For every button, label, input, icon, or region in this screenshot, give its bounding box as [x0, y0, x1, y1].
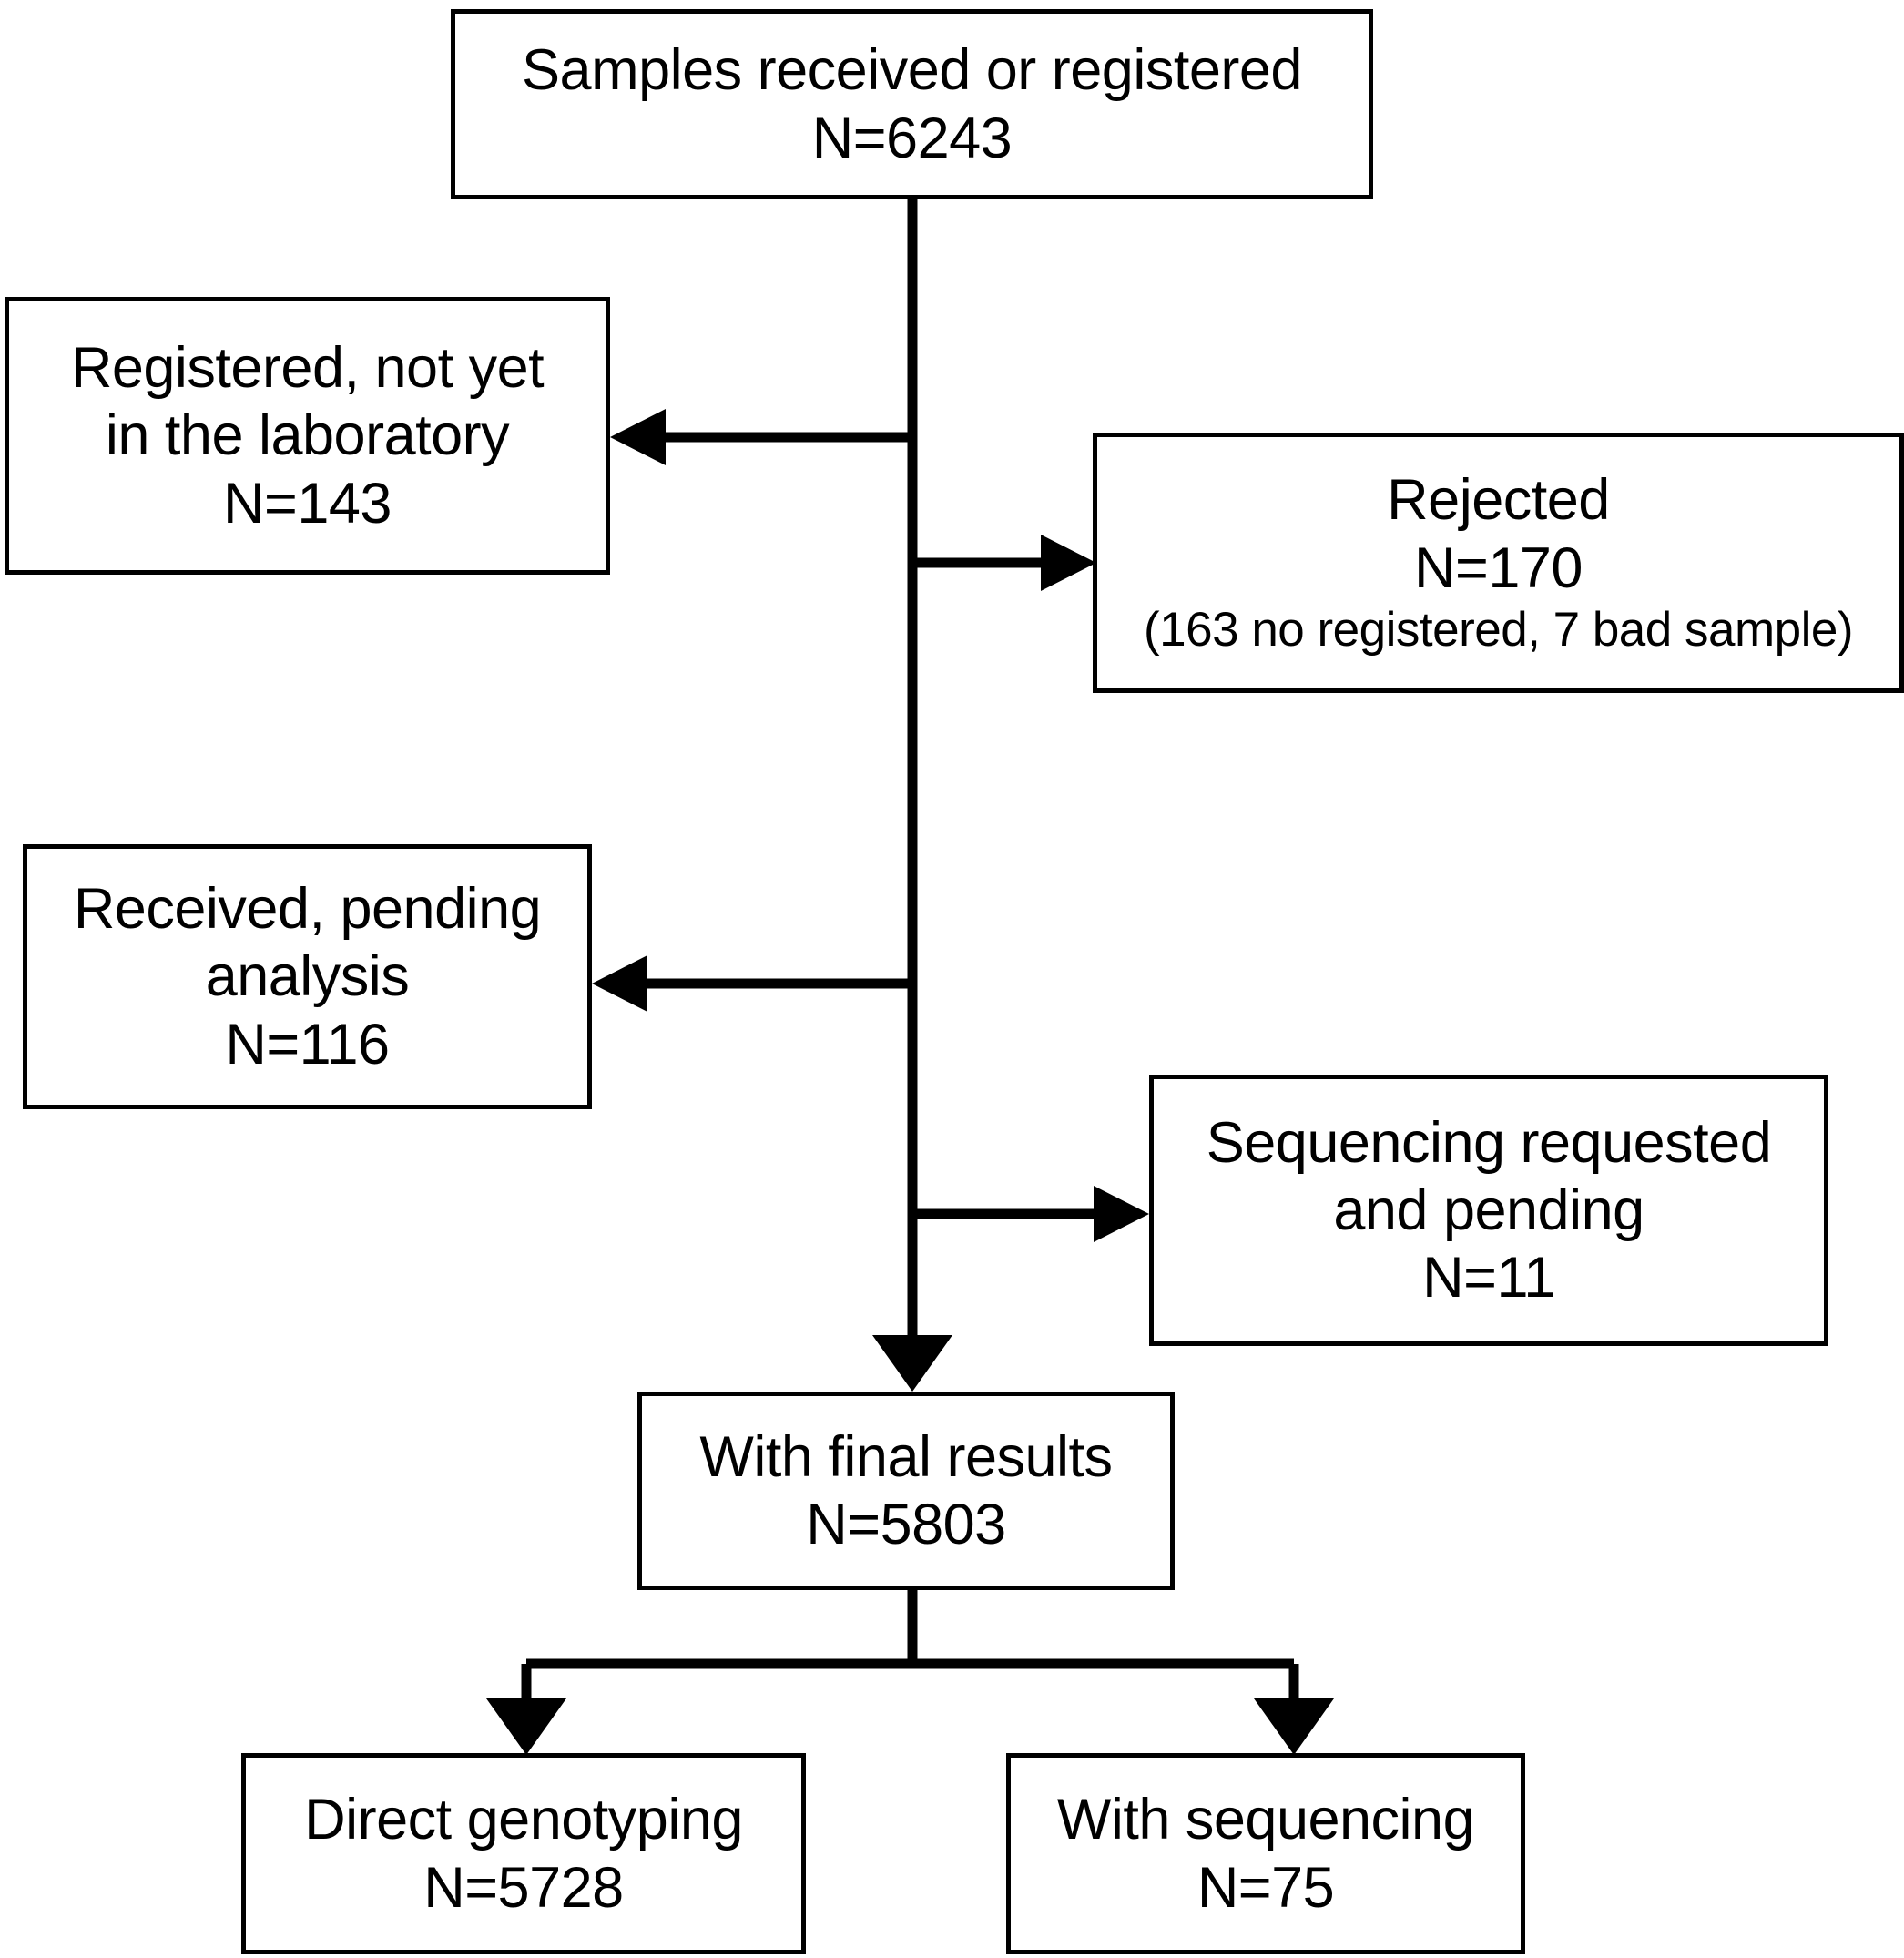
received-pending-analysis-box: Received, pending analysis N=116	[23, 844, 592, 1109]
sequencing-label: With sequencing	[1056, 1788, 1475, 1852]
rejected-label: Rejected	[1387, 468, 1610, 533]
final-results-label: With final results	[699, 1424, 1113, 1489]
rejected-note: (163 no registered, 7 bad sample)	[1144, 603, 1853, 658]
with-final-results-box: With final results N=5803	[637, 1392, 1175, 1590]
direct-genotyping-box: Direct genotyping N=5728	[241, 1753, 806, 1954]
registered-not-in-lab-box: Registered, not yet in the laboratory N=…	[5, 297, 610, 575]
with-sequencing-box: With sequencing N=75	[1006, 1753, 1525, 1954]
rejected-count: N=170	[1414, 535, 1583, 600]
registered-label-line1: Registered, not yet	[70, 336, 545, 400]
genotyping-label: Direct genotyping	[304, 1788, 743, 1852]
arrowhead-seqpending	[1094, 1186, 1149, 1242]
arrowhead-rejected	[1041, 535, 1096, 591]
sequencing-count: N=75	[1196, 1855, 1335, 1920]
samples-received-count: N=6243	[811, 106, 1013, 170]
seqpending-count: N=11	[1422, 1246, 1555, 1310]
samples-received-box: Samples received or registered N=6243	[451, 9, 1373, 199]
seqpending-label-line1: Sequencing requested	[1206, 1110, 1772, 1175]
samples-received-label: Samples received or registered	[522, 38, 1302, 103]
arrowhead-final	[872, 1335, 952, 1392]
rejected-box: Rejected N=170 (163 no registered, 7 bad…	[1093, 433, 1904, 693]
final-results-count: N=5803	[806, 1493, 1006, 1556]
pending-label-line2: analysis	[205, 944, 410, 1009]
arrowhead-pending	[592, 955, 647, 1012]
genotyping-count: N=5728	[423, 1855, 624, 1920]
sequencing-requested-pending-box: Sequencing requested and pending N=11	[1149, 1075, 1828, 1346]
arrowhead-genotyping	[486, 1698, 566, 1755]
pending-count: N=116	[225, 1012, 390, 1076]
registered-count: N=143	[223, 471, 392, 535]
pending-label-line1: Received, pending	[73, 877, 542, 941]
arrowhead-sequencing	[1254, 1698, 1334, 1755]
arrowhead-registered	[610, 409, 666, 465]
registered-label-line2: in the laboratory	[105, 403, 510, 468]
seqpending-label-line2: and pending	[1333, 1178, 1644, 1242]
